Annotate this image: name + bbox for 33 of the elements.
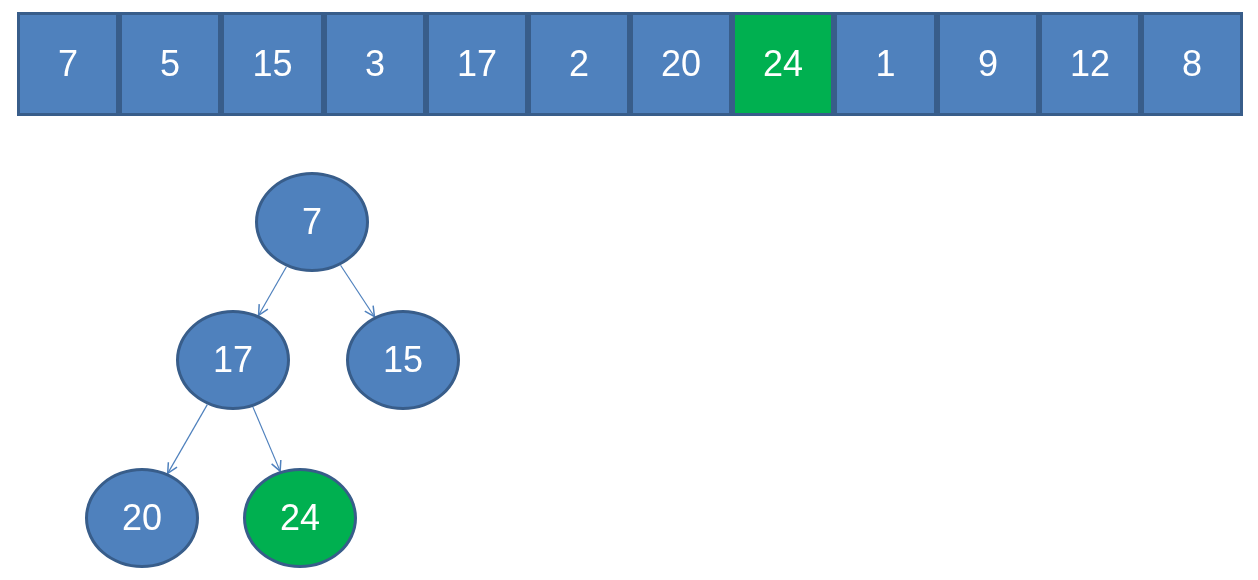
array-cell xyxy=(221,12,324,116)
value-text: 7 xyxy=(58,46,78,82)
array-cell xyxy=(630,12,732,116)
arrow xyxy=(252,406,282,472)
array-cell xyxy=(426,12,528,116)
value-text: 1 xyxy=(875,46,896,82)
value-text: 2 xyxy=(569,46,589,82)
value-text: 7 xyxy=(302,204,322,240)
value-text: 24 xyxy=(762,46,803,82)
value-text: 5 xyxy=(160,46,180,82)
array-cell xyxy=(1141,12,1243,116)
value-text: 15 xyxy=(252,46,293,82)
value-text: 3 xyxy=(365,46,385,82)
arrow xyxy=(257,266,288,317)
value-text: 15 xyxy=(382,342,423,378)
value-text: 9 xyxy=(978,46,998,82)
array-cell xyxy=(937,12,1039,116)
value-text: 20 xyxy=(660,46,701,82)
value-text: 20 xyxy=(121,500,162,536)
array-cell xyxy=(17,12,119,116)
array-cell xyxy=(528,12,630,116)
array-cell xyxy=(119,12,221,116)
arrow xyxy=(339,264,376,318)
value-text: 17 xyxy=(456,46,497,82)
array-cell xyxy=(732,12,834,116)
value-text: 8 xyxy=(1182,46,1202,82)
value-text: 17 xyxy=(212,342,253,378)
value-text: 24 xyxy=(279,500,320,536)
array-cell xyxy=(834,12,937,116)
arrow xyxy=(166,404,208,475)
array-cell xyxy=(1039,12,1141,116)
value-text: 12 xyxy=(1069,46,1110,82)
array-cell xyxy=(324,12,426,116)
